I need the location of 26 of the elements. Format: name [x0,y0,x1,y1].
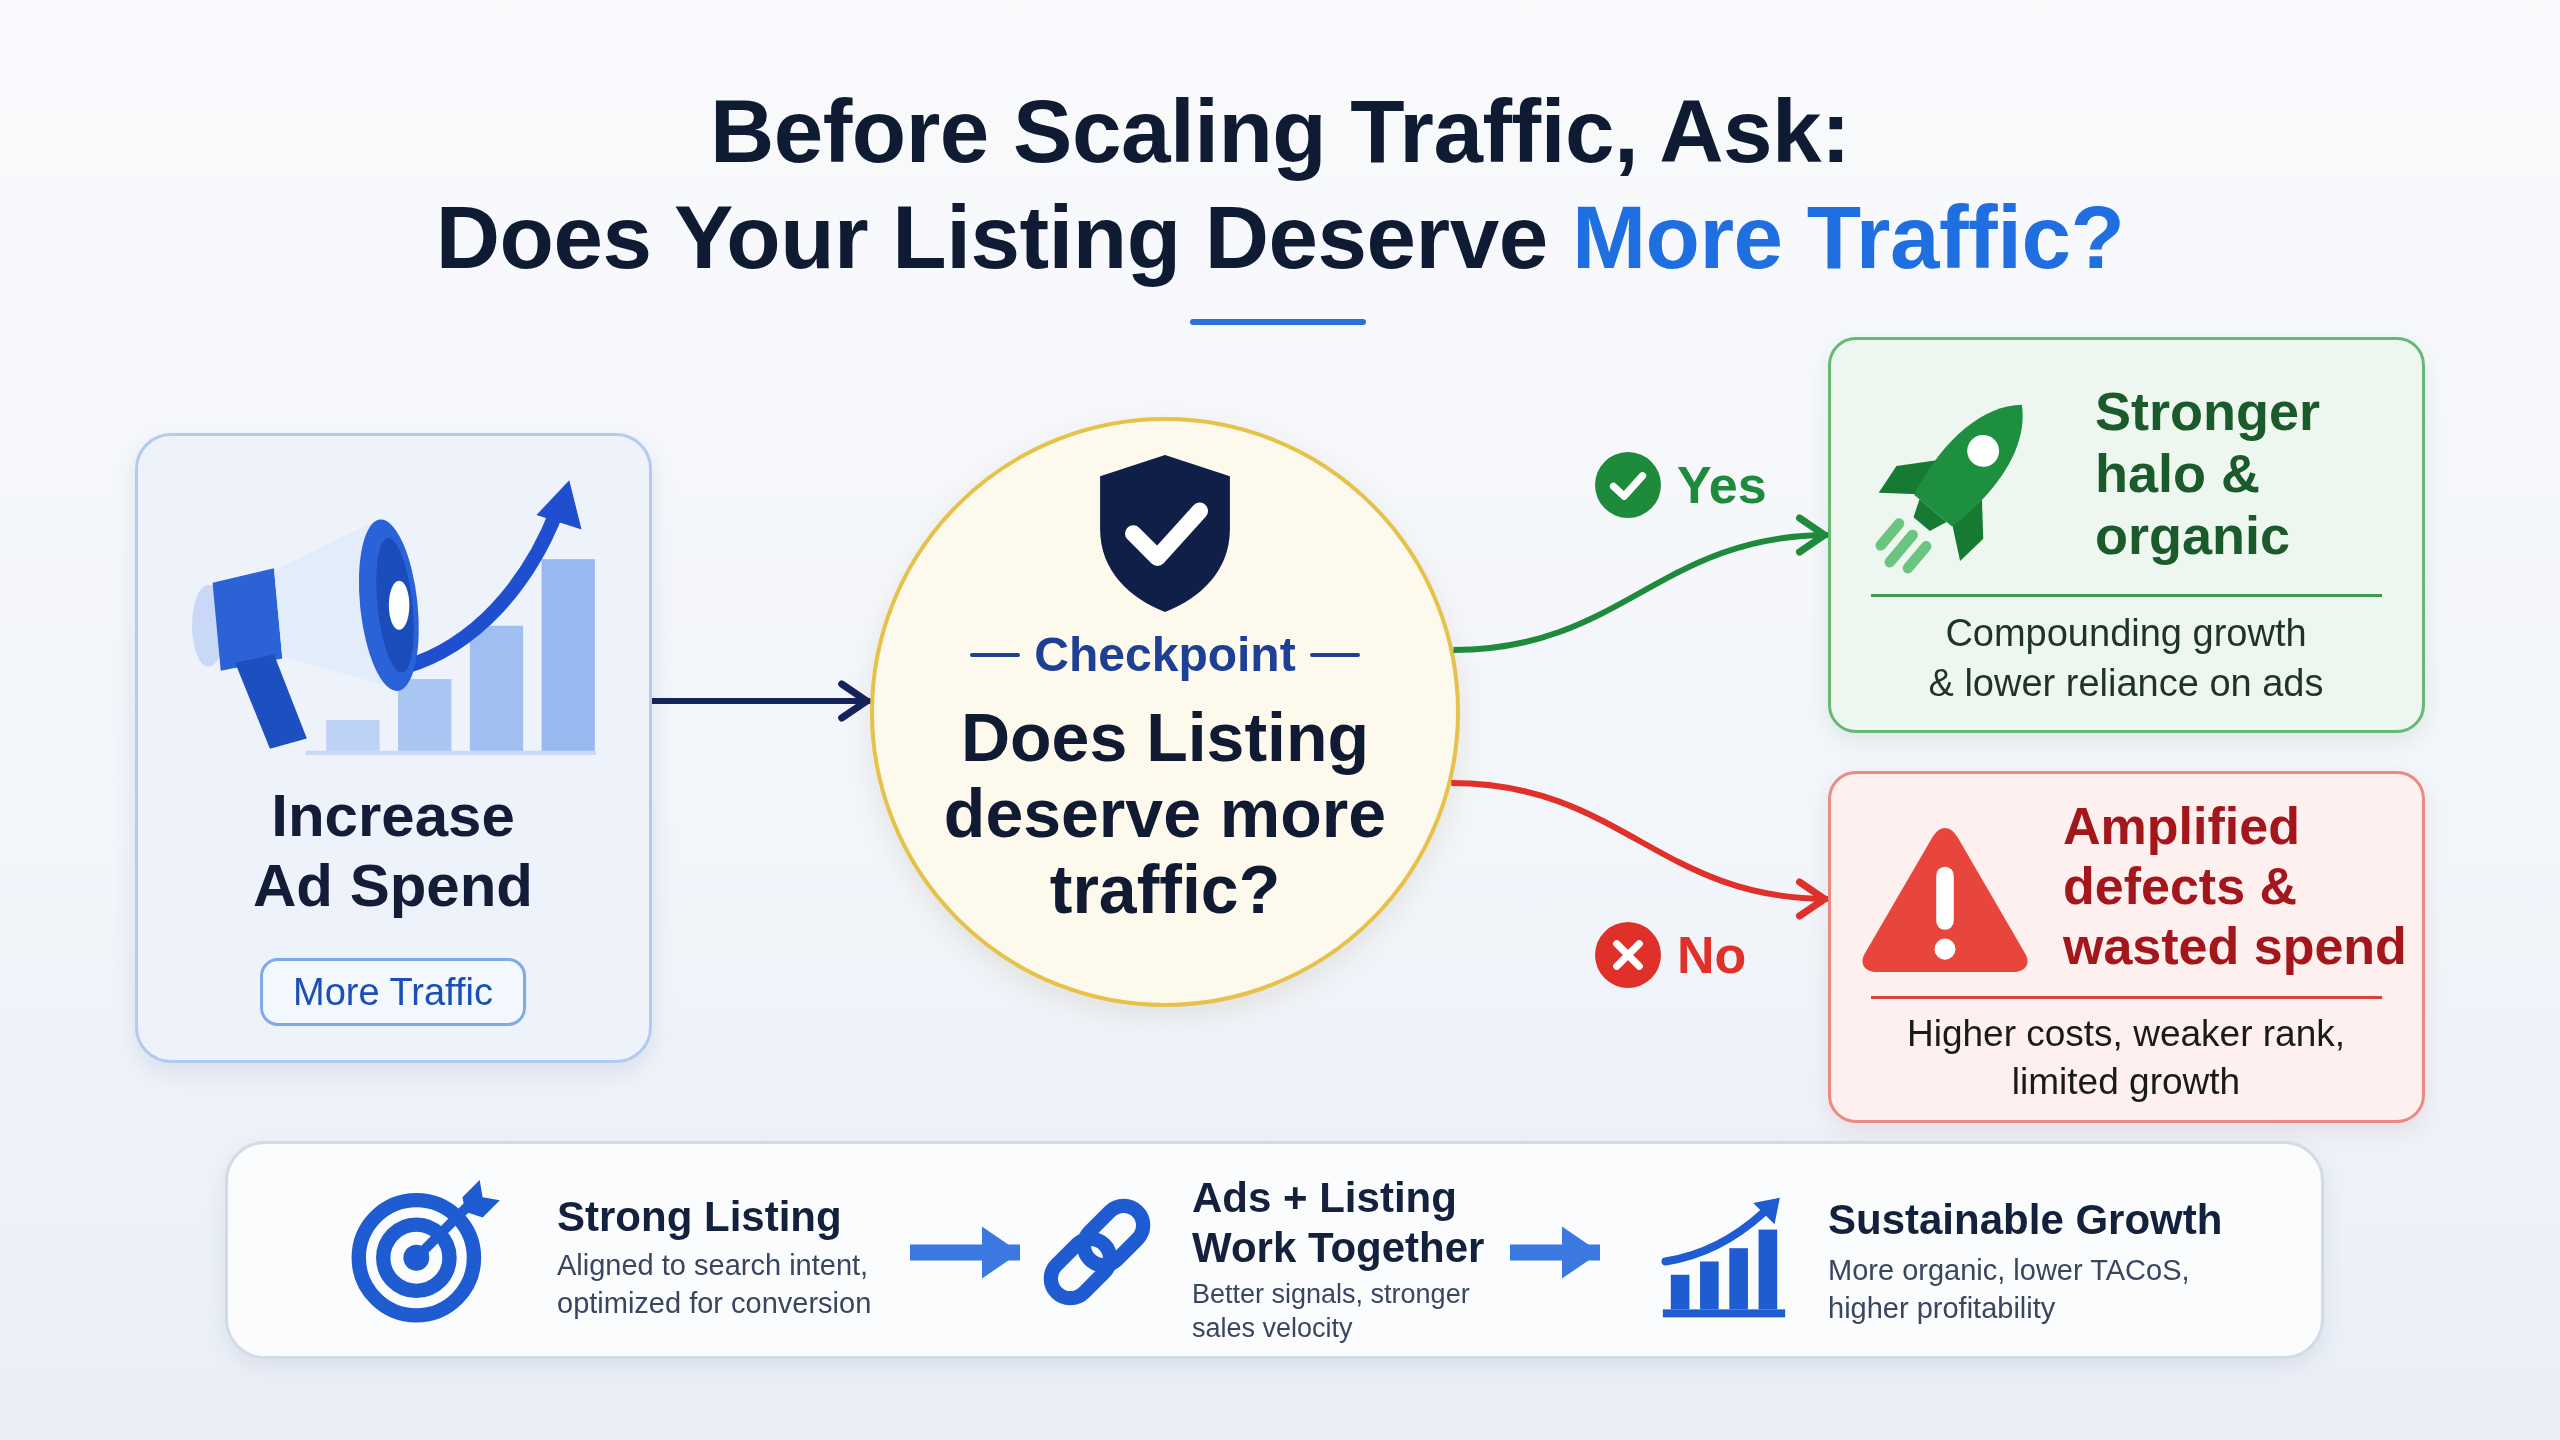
step-card [135,433,652,1063]
card-text: Compounding growth & lower reliance on ads [1927,611,2325,706]
arrow [1510,1226,1600,1279]
card-heading: Increase Ad Spend [252,781,534,921]
card-heading: Stronger halo & organic [2095,380,2322,566]
arrow [1451,780,1829,918]
result-card [1828,771,2425,1123]
summary-panel [225,1141,2324,1359]
step-heading: Sustainable Growth [1828,1195,2223,1245]
outcome-tag: More Traffic [260,958,526,1026]
card-heading: Amplified defects & wasted spend [2063,796,2408,976]
question-text: Does Listing deserve more traffic? [942,699,1388,927]
arrow [652,680,871,722]
edge-label: No [1677,925,1747,985]
step-text: More organic, lower TACoS, higher profitability [1828,1253,2191,1326]
arrow [910,1226,1020,1279]
arrow [1453,516,1829,653]
card-text: Higher costs, weaker rank, limited growth [1906,1012,2346,1104]
step-heading: Ads + Listing Work Together [1192,1173,1486,1273]
step-text: Aligned to search intent, optimized for conversion [557,1248,873,1321]
step-heading: Strong Listing [557,1192,842,1242]
title: Before Scaling Traffic, Ask: Does Your Listing Deserve More Traffic? [435,80,2125,289]
edge-label: Yes [1677,455,1767,515]
checkpoint-heading: Checkpoint [1034,627,1296,683]
result-card [1828,337,2425,733]
step-text: Better signals, stronger sales velocity [1192,1278,1471,1345]
